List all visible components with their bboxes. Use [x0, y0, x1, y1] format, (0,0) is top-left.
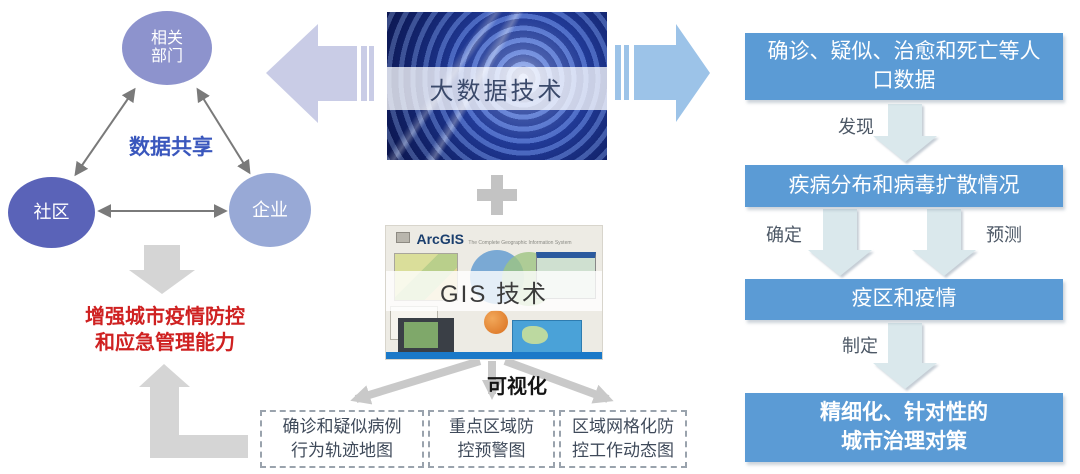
map-box-grid: 区域网格化防 控工作动态图 [559, 410, 687, 468]
impact-line: 和应急管理能力 [95, 332, 235, 354]
circle-label: 社区 [33, 202, 70, 223]
circle-label: 企业 [252, 199, 288, 220]
impact-statement: 增强城市疫情防控 和应急管理能力 [55, 304, 275, 356]
flow-box-disease-spread: 疾病分布和病毒扩散情况 [745, 165, 1063, 207]
plus-icon [477, 175, 517, 215]
globe-icon [484, 310, 508, 334]
fan-arrows [350, 357, 614, 405]
map-box-line: 重点区域防 [449, 417, 534, 437]
bigdata-caption: 大数据技术 [429, 78, 565, 105]
circle-related-departments: 相关 部门 [122, 11, 212, 85]
arcgis-header: ArcGIS The Complete Geographic Informati… [386, 231, 602, 249]
flow-box-line: 疫区和疫情 [851, 287, 957, 311]
map-box-line: 区域网格化防 [572, 417, 674, 437]
circle-label-line: 相关 [150, 29, 183, 47]
triangle-connector-arrows [74, 87, 251, 218]
circle-community: 社区 [8, 177, 95, 248]
map-box-line: 控工作动态图 [572, 441, 674, 460]
map-box-warning: 重点区域防 控预警图 [428, 410, 555, 468]
flow-box-line: 精细化、针对性的 [820, 401, 988, 425]
down-block-arrow [129, 245, 195, 294]
arrow-label-formulate: 制定 [842, 336, 878, 356]
flow-box-line: 口数据 [872, 68, 936, 92]
circle-label-line: 部门 [150, 48, 183, 65]
striped-arrow-right [615, 24, 710, 122]
striped-arrow-left [266, 24, 374, 123]
gis-image: ArcGIS The Complete Geographic Informati… [385, 225, 603, 360]
flow-box-population-data: 确诊、疑似、治愈和死亡等人 口数据 [745, 33, 1063, 100]
bigdata-caption-band: 大数据技术 [387, 67, 607, 110]
flow-box-line: 疾病分布和病毒扩散情况 [788, 173, 1020, 197]
gis-caption-band: GIS 技术 [386, 271, 602, 311]
flow-box-line: 确诊、疑似、治愈和死亡等人 [767, 40, 1041, 64]
visualization-label: 可视化 [487, 376, 547, 398]
map-box-line: 确诊和疑似病例 [282, 417, 402, 437]
menu-icon [396, 232, 410, 243]
flow-box-governance: 精细化、针对性的 城市治理对策 [745, 393, 1063, 462]
arcgis-logo: ArcGIS [416, 231, 464, 247]
gis-bottom-bar [386, 352, 602, 359]
map-box-line: 行为轨迹地图 [291, 441, 393, 460]
device-screen [404, 322, 438, 348]
flow-box-epidemic-area: 疫区和疫情 [745, 279, 1063, 320]
map-box-trajectory: 确诊和疑似病例 行为轨迹地图 [260, 410, 424, 468]
impact-line: 增强城市疫情防控 [85, 306, 245, 328]
arrow-label-discover: 发现 [838, 117, 874, 137]
arrow-label-determine: 确定 [766, 225, 802, 245]
circle-enterprise: 企业 [229, 173, 311, 247]
arcgis-tagline: The Complete Geographic Information Syst… [468, 240, 572, 246]
bigdata-image: 大数据技术 [387, 12, 607, 160]
map-box-line: 控预警图 [457, 441, 526, 460]
gis-caption: GIS 技术 [439, 280, 548, 308]
data-sharing-label: 数据共享 [129, 136, 213, 159]
blue-map-land [522, 326, 548, 344]
arrow-label-predict: 预测 [986, 225, 1022, 245]
flow-box-line: 城市治理对策 [841, 429, 967, 453]
flow-arrows [808, 104, 976, 389]
elbow-arrow [139, 364, 248, 458]
